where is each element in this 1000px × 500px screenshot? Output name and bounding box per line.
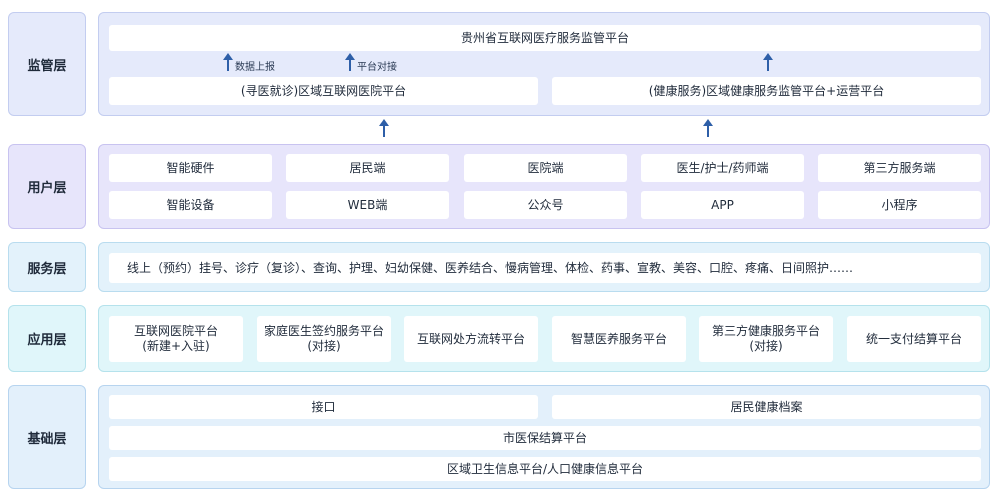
layer-label-application: 应用层 — [8, 305, 86, 372]
insurance-settlement-box: 市医保结算平台 — [109, 426, 981, 450]
application-item: 第三方健康服务平台 (对接) — [699, 316, 833, 362]
user-to-supervision-right-arrow — [703, 119, 713, 137]
application-item-title: 互联网医院平台 — [133, 324, 218, 338]
layer-label-supervision: 监管层 — [8, 12, 86, 116]
application-item: 互联网处方流转平台 — [404, 316, 538, 362]
regional-health-service-platform: (健康服务)区域健康服务监管平台+运营平台 — [552, 77, 981, 105]
provincial-supervision-platform: 贵州省互联网医疗服务监管平台 — [109, 25, 981, 51]
application-item-title: 智慧医养服务平台 — [570, 331, 667, 346]
user-row2-item: 公众号 — [464, 191, 627, 219]
interface-box: 接口 — [109, 395, 538, 419]
layer-label-foundation: 基础层 — [8, 385, 86, 489]
user-row1-item: 医院端 — [464, 154, 627, 182]
regional-internet-hospital-platform: (寻医就诊)区域互联网医院平台 — [109, 77, 538, 105]
service-layer: 线上（预约）挂号、诊疗（复诊）、查询、护理、妇幼保健、医养结合、慢病管理、体检、… — [98, 242, 990, 292]
layer-label-user: 用户层 — [8, 144, 86, 229]
user-row2-item: WEB端 — [286, 191, 449, 219]
application-item-title: 第三方健康服务平台 — [711, 324, 820, 338]
user-layer: 智能硬件 居民端 医院端 医生/护士/药师端 第三方服务端 智能设备 WEB端 … — [98, 144, 990, 229]
data-report-arrow — [223, 53, 233, 71]
user-row1-item: 居民端 — [286, 154, 449, 182]
supervision-layer: 贵州省互联网医疗服务监管平台 数据上报 平台对接 (寻医就诊)区域互联网医院平台… — [98, 12, 990, 116]
data-report-label: 数据上报 — [235, 62, 275, 73]
application-item-title: 互联网处方流转平台 — [416, 331, 525, 346]
right-up-arrow — [763, 53, 773, 71]
foundation-layer: 接口 居民健康档案 市医保结算平台 区域卫生信息平台/人口健康信息平台 — [98, 385, 990, 489]
application-item: 统一支付结算平台 — [847, 316, 981, 362]
user-row1-item: 第三方服务端 — [818, 154, 981, 182]
user-to-supervision-left-arrow — [379, 119, 389, 137]
user-row1-item: 医生/护士/药师端 — [641, 154, 804, 182]
application-item: 智慧医养服务平台 — [552, 316, 686, 362]
regional-health-info-box: 区域卫生信息平台/人口健康信息平台 — [109, 457, 981, 481]
user-row2-item: 小程序 — [818, 191, 981, 219]
application-item: 家庭医生签约服务平台 (对接) — [257, 316, 391, 362]
resident-health-records-box: 居民健康档案 — [552, 395, 981, 419]
application-item-title: 统一支付结算平台 — [865, 331, 962, 346]
application-item-note: (对接) — [307, 339, 341, 353]
platform-connect-label: 平台对接 — [357, 62, 397, 73]
application-item-note: (新建+入驻) — [142, 339, 210, 353]
user-row1-item: 智能硬件 — [109, 154, 272, 182]
application-item: 互联网医院平台 (新建+入驻) — [109, 316, 243, 362]
application-layer: 互联网医院平台 (新建+入驻) 家庭医生签约服务平台 (对接) 互联网处方流转平… — [98, 305, 990, 372]
service-list: 线上（预约）挂号、诊疗（复诊）、查询、护理、妇幼保健、医养结合、慢病管理、体检、… — [109, 253, 981, 283]
platform-connect-arrow — [345, 53, 355, 71]
application-item-note: (对接) — [749, 339, 783, 353]
layer-label-service: 服务层 — [8, 242, 86, 292]
user-row2-item: 智能设备 — [109, 191, 272, 219]
user-row2-item: APP — [641, 191, 804, 219]
application-item-title: 家庭医生签约服务平台 — [263, 324, 384, 338]
